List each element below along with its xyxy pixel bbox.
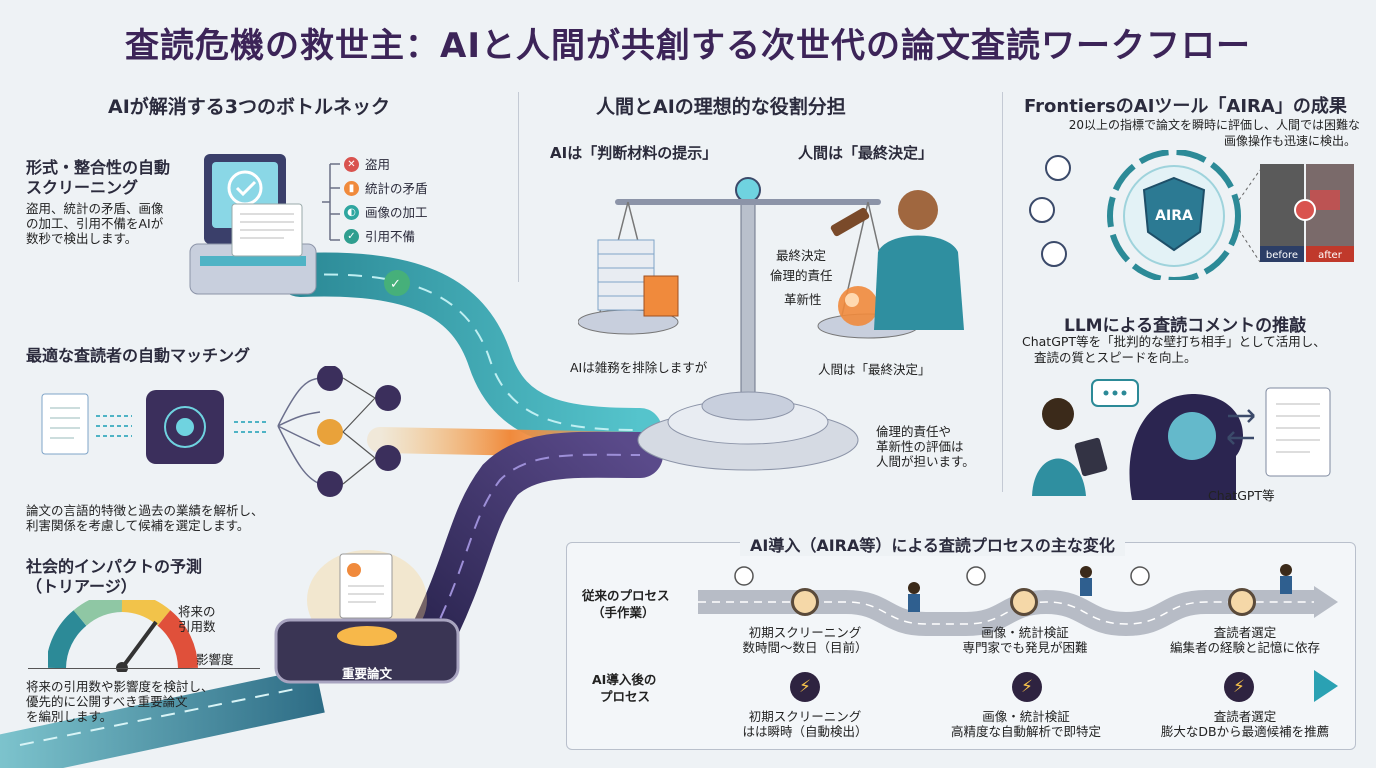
list-item: ◐画像の加工 — [344, 200, 428, 224]
page-title: 査読危機の救世主：AIと人間が共創する次世代の論文査読ワークフロー — [125, 26, 1251, 66]
ai-role-label: AIは「判断材料の提示」 — [550, 144, 718, 162]
check-icon: ✓ — [344, 228, 359, 244]
ai-bottom-label: AIは雑務を排除しますが — [570, 360, 708, 375]
gauge-baseline — [28, 668, 260, 669]
screening-title-2: スクリーニング — [26, 178, 139, 197]
chatgpt-label: ChatGPT等 — [1208, 488, 1275, 503]
screening-desc-2: の加工、引用不備をAIが — [26, 216, 164, 231]
human-note-1: 倫理的責任や — [876, 424, 952, 439]
bracket-icon — [322, 163, 340, 241]
gauge-label-citations-2: 引用数 — [178, 619, 216, 634]
list-item: ▮統計の矛盾 — [344, 176, 428, 200]
screening-desc-1: 盗用、統計の矛盾、画像 — [26, 201, 164, 216]
triage-desc-2: 優先的に公開すべき重要論文 — [26, 694, 188, 709]
screening-section: 形式・整合性の自動 スクリーニング 盗用、統計の矛盾、画像 の加工、引用不備をA… — [26, 158, 170, 246]
aira-dashboard-icon — [1029, 150, 1354, 280]
triage-desc: 将来の引用数や影響度を検討し、 優先的に公開すべき重要論文 を編別します。 — [26, 679, 214, 724]
clock-icon — [1010, 588, 1038, 616]
triage-title-1: 社会的インパクトの予測 — [26, 557, 203, 576]
lightning-icon: ⚡ — [1224, 672, 1254, 702]
new-step-1: 初期スクリーニング はは瞬時（自動検出） — [742, 709, 868, 739]
roles-heading: 人間とAIの理想的な役割分担 — [596, 96, 846, 118]
important-paper-label: 重要論文 — [341, 666, 392, 681]
llm-illustration — [1032, 379, 1331, 500]
new-process-label-2: プロセス — [600, 689, 651, 704]
triage-desc-3: を編別します。 — [26, 709, 113, 724]
human-role-label: 人間は「最終決定」 — [798, 144, 934, 162]
lightning-icon: ⚡ — [1012, 672, 1042, 702]
before-label: before — [1265, 250, 1299, 261]
old-step-3: 査読者選定 編集者の経験と記憶に依存 — [1169, 625, 1320, 655]
human-bottom-label: 人間は「最終決定」 — [818, 362, 931, 377]
matching-desc-1: 論文の言語的特徴と過去の業績を解析し、 — [26, 503, 264, 518]
human-note-2: 革新性の評価は — [876, 439, 964, 454]
bar-chart-icon: ▮ — [344, 180, 359, 196]
svg-text:✓: ✓ — [390, 277, 401, 292]
process-change-panel — [566, 542, 1356, 750]
llm-desc-1: ChatGPT等を「批判的な壁打ち相手」として活用し、 — [1022, 334, 1326, 349]
matching-diagram — [41, 366, 401, 497]
matching-title: 最適な査読者の自動マッチング — [26, 346, 251, 365]
matching-desc-2: 利害関係を考慮して候補を選定します。 — [26, 518, 250, 533]
llm-heading: LLMによる査読コメントの推敲 — [1064, 316, 1307, 336]
triage-desc-1: 将来の引用数や影響度を検討し、 — [26, 679, 214, 694]
human-note: 倫理的責任や 革新性の評価は 人間が担います。 — [876, 424, 975, 469]
bottleneck-heading: AIが解消する3つのボトルネック — [108, 96, 390, 118]
old-process-label-1: 従来のプロセス — [582, 588, 670, 603]
clock-icon — [1228, 588, 1256, 616]
list-item: ✓引用不備 — [344, 224, 428, 248]
triage-title-2: （トリアージ） — [26, 577, 137, 596]
aira-desc-2: 画像操作も迅速に検出。 — [1223, 134, 1356, 148]
important-paper-platform — [274, 550, 460, 684]
lightning-icon: ⚡ — [790, 672, 820, 702]
cross-icon: ✕ — [344, 156, 359, 172]
balance-scale-icon — [578, 177, 964, 471]
gauge-icon — [48, 600, 198, 672]
llm-desc-2: 査読の質とスピードを向上。 — [1034, 350, 1197, 365]
human-note-3: 人間が担います。 — [876, 454, 975, 469]
new-process-label-1: AI導入後の — [592, 672, 657, 687]
old-step-2: 画像・統計検証 専門家でも発見が困難 — [962, 625, 1088, 655]
screening-title-1: 形式・整合性の自動 — [26, 158, 171, 177]
clock-icon — [791, 588, 819, 616]
gauge-label-impact: 影響度 — [196, 652, 234, 667]
list-item: ✕盗用 — [344, 152, 428, 176]
after-label: after — [1318, 250, 1342, 261]
divider-left — [518, 92, 519, 282]
right-pan-label-2: 倫理的責任 — [770, 268, 833, 283]
right-pan-label-1: 最終決定 — [776, 248, 827, 263]
screening-items: ✕盗用 ▮統計の矛盾 ◐画像の加工 ✓引用不備 — [344, 152, 428, 248]
matching-desc: 論文の言語的特徴と過去の業績を解析し、 利害関係を考慮して候補を選定します。 — [26, 503, 264, 533]
new-step-2: 画像・統計検証 高精度な自動解析で即特定 — [950, 709, 1101, 739]
aira-shield-label: AIRA — [1155, 208, 1193, 224]
right-pan-label-3: 革新性 — [784, 292, 822, 307]
screening-desc-3: 数秒で検出します。 — [26, 231, 138, 246]
gauge-label-citations-1: 将来の — [178, 604, 216, 619]
aira-desc-1: 20以上の指標で論文を瞬時に評価し、人間では困難な — [1068, 118, 1360, 132]
old-process-label-2: （手作業） — [592, 605, 655, 620]
server-document-icon — [189, 154, 317, 295]
triage-section: 社会的インパクトの予測 （トリアージ） — [26, 557, 202, 597]
image-icon: ◐ — [344, 204, 359, 220]
old-step-1: 初期スクリーニング 数時間〜数日（目前） — [742, 625, 868, 655]
new-step-3: 査読者選定 膨大なDBから最適候補を推薦 — [1160, 709, 1330, 739]
process-heading: AI導入（AIRA等）による査読プロセスの主な変化 — [740, 532, 1125, 556]
aira-heading: FrontiersのAIツール「AIRA」の成果 — [1024, 96, 1347, 117]
divider-right — [1002, 92, 1003, 492]
